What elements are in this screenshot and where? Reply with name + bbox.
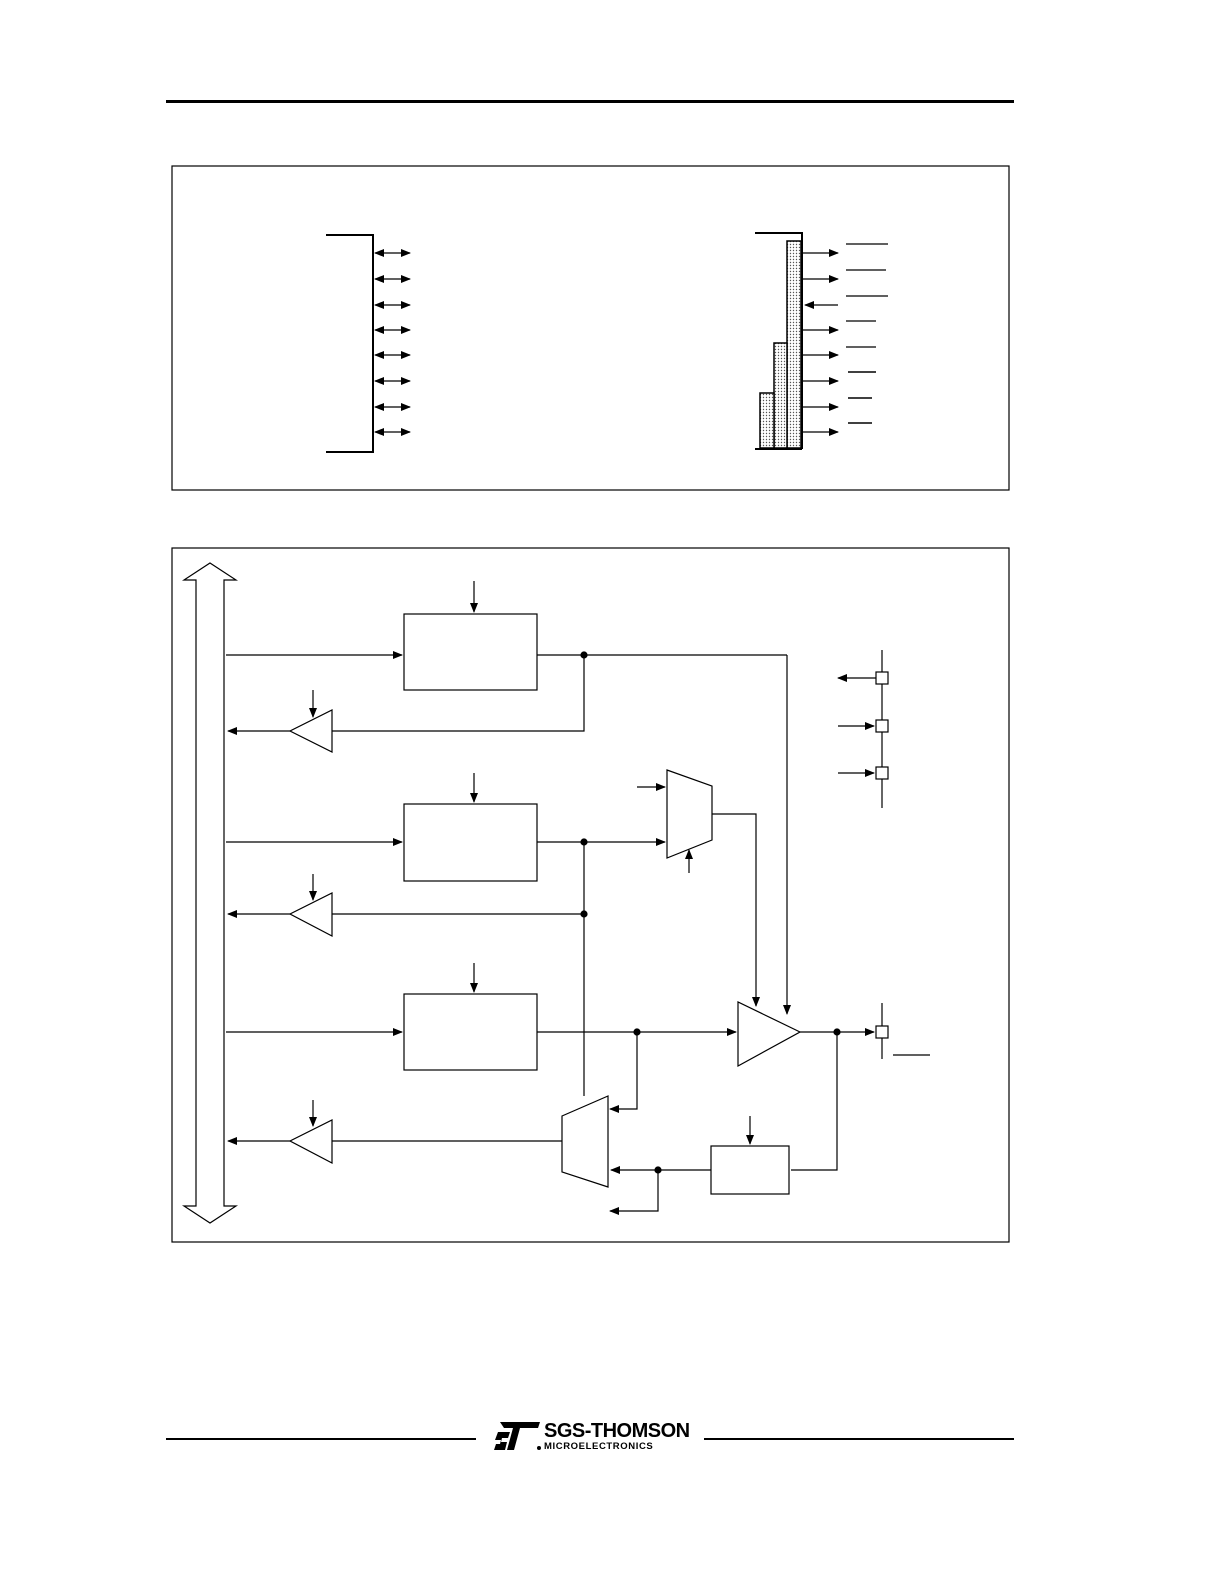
output-pin — [875, 1003, 930, 1059]
brand-subtitle: MICROELECTRONICS — [544, 1441, 654, 1452]
register-block-1 — [226, 581, 787, 732]
header-rule — [166, 100, 1014, 103]
footer-rule-right — [704, 1438, 1014, 1440]
company-logo: SGS-THOMSON MICROELECTRONICS — [494, 1420, 694, 1454]
tristate-buffer-2 — [227, 874, 333, 937]
footer-rule-left — [166, 1438, 476, 1440]
register-block-3 — [226, 963, 737, 1113]
port-block-diagram-frame — [171, 547, 1010, 1243]
brand-name: SGS-THOMSON — [544, 1420, 690, 1442]
input-multiplexer — [332, 1095, 609, 1188]
register-block-2 — [226, 773, 666, 1096]
st-logo-icon — [494, 1422, 541, 1450]
pin-legend — [837, 650, 889, 808]
pin-diagram-frame — [171, 165, 1010, 491]
output-multiplexer — [637, 769, 760, 1007]
output-driver — [737, 655, 875, 1171]
bidirectional-port-pins — [326, 234, 411, 453]
alternate-function-pins — [755, 232, 888, 450]
tristate-buffer-3 — [227, 1100, 333, 1164]
tristate-buffer-1 — [227, 690, 333, 753]
input-latch-block — [609, 1116, 790, 1215]
internal-data-bus — [181, 562, 239, 1224]
